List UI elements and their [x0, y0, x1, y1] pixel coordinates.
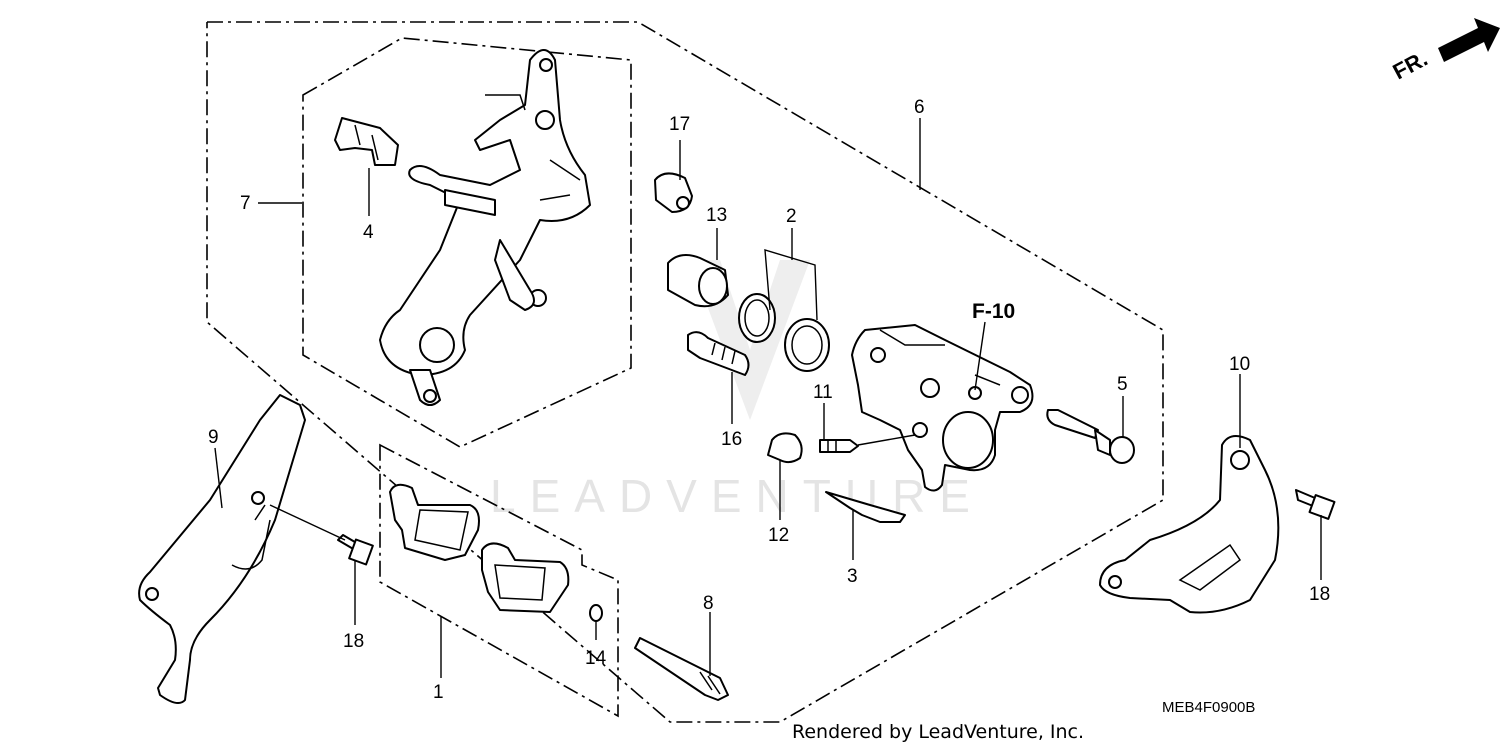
spring-clip: [767, 432, 803, 464]
footer-credit: Rendered by LeadVenture, Inc.: [792, 721, 1084, 743]
callout-1: 1: [433, 682, 444, 703]
assembly-boundary-7: [302, 37, 632, 448]
pad-spring: [825, 491, 906, 523]
callout-11: 11: [813, 382, 833, 403]
callout-7: 7: [240, 193, 251, 214]
callout-10: 10: [1229, 354, 1250, 375]
callout-17: 17: [669, 114, 690, 135]
front-direction-indicator: FR.: [1389, 18, 1500, 84]
washer: [589, 604, 603, 622]
caliper-bolt-16: [687, 331, 750, 376]
callout-2: 2: [786, 206, 797, 227]
callout-5: 5: [1117, 374, 1128, 395]
watermark-text: LEADVENTURE: [490, 470, 984, 522]
flange-bolt-right: [1295, 489, 1336, 520]
disc-guard: [138, 394, 306, 705]
callout-labels: 1 2 3 4 5 6 7 8 9 10 11 12 13 14 16 17 1…: [208, 97, 1330, 703]
piston-seals: [738, 293, 830, 372]
callout-14: 14: [585, 648, 607, 669]
reference-label: F-10: [972, 300, 1015, 323]
disc-guard-rear: [1099, 435, 1280, 614]
callout-4: 4: [363, 222, 374, 243]
bleed-cap: [654, 172, 693, 213]
pad-pin: [634, 637, 729, 701]
diagram-code: MEB4F0900B: [1162, 699, 1255, 716]
callout-12: 12: [768, 525, 789, 546]
callout-3: 3: [847, 566, 858, 587]
callout-8: 8: [703, 593, 714, 614]
caliper-piston: [667, 253, 729, 308]
callout-16: 16: [721, 429, 742, 450]
assembly-boundary-6: [206, 21, 1164, 723]
leader-lines: [214, 118, 1322, 678]
callout-9: 9: [208, 427, 219, 448]
caliper-body: [851, 324, 1034, 492]
bleed-valve: [819, 439, 859, 453]
callout-18-left: 18: [343, 631, 364, 652]
callout-13: 13: [706, 205, 727, 226]
pad-retainer-clip: [334, 117, 399, 166]
assembly-boundary-1: [379, 443, 619, 718]
front-label: FR.: [1389, 46, 1432, 85]
caliper-pin-bolt: [1046, 409, 1135, 464]
callout-6: 6: [914, 97, 925, 118]
callout-18-right: 18: [1309, 584, 1330, 605]
caliper-bracket: [379, 49, 591, 406]
brake-pads: [389, 483, 570, 613]
